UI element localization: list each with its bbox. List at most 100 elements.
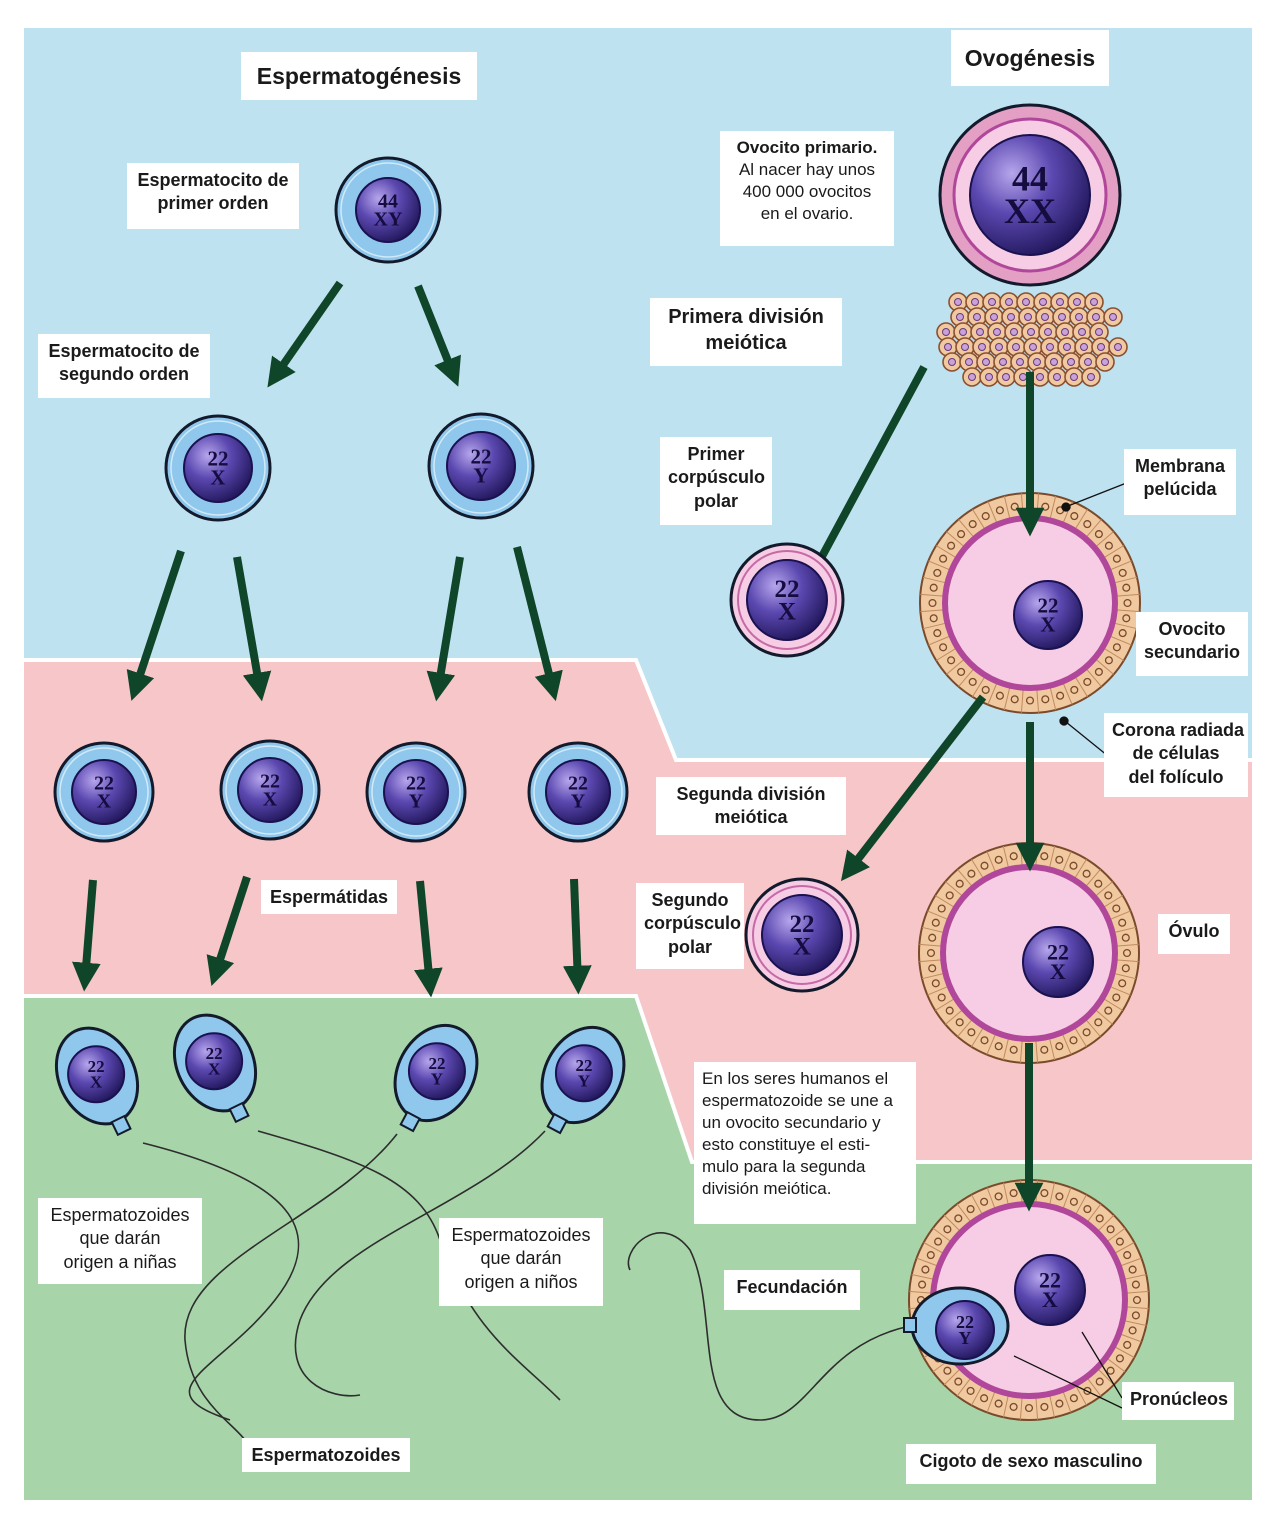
arrow-icon (126, 549, 185, 701)
follicle-cell-icon (926, 948, 936, 958)
follicle-cell-nucleus (1039, 298, 1047, 306)
arrow-icon (840, 694, 987, 882)
cell-membrane (225, 745, 315, 835)
follicle-cell-nucleus (1024, 313, 1032, 321)
secondary-oocyte: 22X (1013, 580, 1083, 650)
follicle-cell-border (1114, 609, 1140, 613)
chromosome-count: 22 (956, 1312, 974, 1332)
follicle-cell-icon (1055, 855, 1064, 864)
follicle-cell-icon (1070, 685, 1079, 694)
ovum: 22X (1022, 926, 1094, 998)
follicle-cell-icon (1123, 1340, 1132, 1349)
arrows (72, 280, 1045, 1212)
arrow-icon (206, 875, 251, 986)
follicle-cell-icon (1040, 1402, 1049, 1411)
follicle-cell-border (932, 1227, 953, 1243)
follicle-cell-border (986, 1187, 996, 1211)
follicle-cell-border (1102, 997, 1124, 1011)
arrow-icon (233, 556, 272, 702)
sperm-tail (184, 1133, 398, 1441)
follicle-cell-icon (980, 1036, 989, 1045)
pointer-lines (1013, 479, 1135, 1409)
follicle-cell-icon (1128, 1265, 1137, 1274)
follicle-cell-border (1094, 881, 1113, 898)
follicle-cell-border (934, 895, 956, 909)
sex-chromosome: X (1040, 612, 1055, 636)
follicle-cell-border (928, 560, 952, 571)
follicle-cell-nucleus (1053, 373, 1061, 381)
follicle-cell-icon (1010, 695, 1019, 704)
secondary-spermatocyte-x: 22X (164, 414, 272, 522)
follicle-cell-icon (1112, 643, 1121, 652)
follicle-cell-border (1118, 1333, 1142, 1343)
follicle-cell-nucleus (1019, 373, 1027, 381)
follicle-cell-icon (1122, 948, 1132, 958)
follicle-cell-icon (1083, 520, 1092, 529)
chromosome-count: 22 (260, 771, 280, 793)
nucleus-icon (545, 759, 611, 825)
sex-chromosome: Y (473, 463, 488, 487)
sperm-head: 22Y (407, 1042, 466, 1101)
zygote-label: Cigoto de sexo masculino (906, 1444, 1156, 1484)
follicle-cell-nucleus (1005, 298, 1013, 306)
follicle-cell-icon (1104, 656, 1113, 665)
follicle-cell-icon (928, 933, 937, 942)
follicle-cell-icon (1112, 554, 1121, 563)
follicle-cell-icon (980, 861, 989, 870)
follicle-cell-nucleus (1063, 343, 1071, 351)
nucleus-icon (71, 759, 137, 825)
nucleus-icon (761, 894, 843, 976)
follicle-cell-nucleus (1109, 313, 1117, 321)
follicle-cell-border (945, 1008, 964, 1025)
follicle-cell-nucleus (1002, 373, 1010, 381)
follicle-cell-icon (1040, 1045, 1049, 1054)
follicle-cell-icon (1121, 964, 1130, 973)
follicle-cell-nucleus (954, 298, 962, 306)
follicle-cell-border (971, 1026, 985, 1048)
follicle-cell-border (1108, 910, 1131, 921)
arrow-icon (267, 280, 344, 388)
follicle-cell-icon (1121, 933, 1130, 942)
follicle-cell-icon (1094, 667, 1103, 676)
follicle-cell-border (1102, 545, 1125, 560)
follicle-cell-border (1073, 675, 1088, 698)
follicle-cell-icon (933, 629, 942, 638)
follicle-cell-icon (1118, 568, 1127, 577)
follicle-cell-border (928, 635, 952, 646)
follicle-cell-nucleus (1007, 313, 1015, 321)
follicle-cell-border (1003, 1182, 1010, 1207)
follicle-cell-icon (947, 541, 956, 550)
zona-pellucida (752, 885, 852, 985)
pointer-dot (1061, 502, 1071, 512)
follicle-cell-icon (939, 554, 948, 563)
follicle-cell-icon (1041, 502, 1050, 511)
follicle-cell-border (1112, 576, 1138, 584)
arrow-icon (414, 880, 443, 998)
follicle-cell-border (1035, 1395, 1039, 1420)
follicle-cell-nucleus (1078, 328, 1086, 336)
follicle-cell-icon (957, 667, 966, 676)
follicle-cell-border (923, 1242, 945, 1255)
sex-chromosome: XX (1004, 191, 1056, 231)
follicle-cell-border (1108, 635, 1132, 646)
nucleus-icon (1014, 1254, 1086, 1326)
cell-membrane (371, 747, 461, 837)
follicle-cell-border (972, 508, 987, 531)
cell-membrane (170, 420, 266, 516)
follicle-cell-icon (921, 1265, 930, 1274)
follicle-cell-icon (943, 1366, 952, 1375)
pointer-dot (1059, 716, 1069, 726)
follicle-cell-icon (943, 1225, 952, 1234)
sperm: 22X (54, 1026, 140, 1137)
follicle-cell-border (1061, 851, 1072, 874)
follicle-cell-icon (981, 685, 990, 694)
sex-chromosome: X (90, 1072, 103, 1091)
follicle-cell-icon (966, 1205, 975, 1214)
follicle-cell-icon (1083, 1205, 1092, 1214)
